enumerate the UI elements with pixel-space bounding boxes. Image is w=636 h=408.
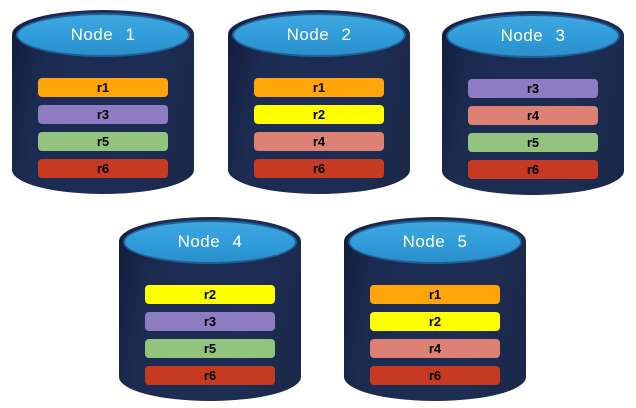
node-title: Node 2 [286,25,352,44]
replica-bar: r4 [468,106,598,125]
replica-bar: r6 [38,159,168,178]
replica-bar: r1 [370,285,500,304]
replica-bar: r2 [254,105,384,124]
node-2-cylinder: Node 2 r1 r2 r4 r6 [228,10,410,194]
replica-bar: r4 [370,339,500,358]
replica-bar: r6 [370,366,500,385]
replica-stack: r1 r3 r5 r6 [12,78,194,178]
node-title: Node 1 [70,25,136,44]
node-title: Node 3 [500,26,566,45]
cylinder-top-face: Node 1 [16,13,190,57]
replica-bar: r6 [468,160,598,179]
replica-bar: r6 [145,366,275,385]
replica-bar: r5 [468,133,598,152]
node-title: Node 5 [402,232,468,251]
node-4-cylinder: Node 4 r2 r3 r5 r6 [119,217,301,401]
replica-stack: r1 r2 r4 r6 [344,285,526,385]
node-3-cylinder: Node 3 r3 r4 r5 r6 [442,11,624,195]
replica-bar: r5 [38,132,168,151]
replica-bar: r6 [254,159,384,178]
replica-bar: r1 [38,78,168,97]
replica-bar: r2 [145,285,275,304]
replica-stack: r3 r4 r5 r6 [442,79,624,179]
replica-bar: r4 [254,132,384,151]
node-title: Node 4 [177,232,243,251]
node-5-cylinder: Node 5 r1 r2 r4 r6 [344,217,526,401]
replica-bar: r2 [370,312,500,331]
replica-bar: r3 [38,105,168,124]
replica-bar: r1 [254,78,384,97]
cylinder-top-face: Node 2 [232,13,406,57]
cylinder-top-face: Node 5 [348,220,522,264]
replica-stack: r1 r2 r4 r6 [228,78,410,178]
node-1-cylinder: Node 1 r1 r3 r5 r6 [12,10,194,194]
replica-bar: r3 [468,79,598,98]
replica-stack: r2 r3 r5 r6 [119,285,301,385]
replica-bar: r3 [145,312,275,331]
cylinder-top-face: Node 3 [446,14,620,58]
cylinder-top-face: Node 4 [123,220,297,264]
replica-bar: r5 [145,339,275,358]
